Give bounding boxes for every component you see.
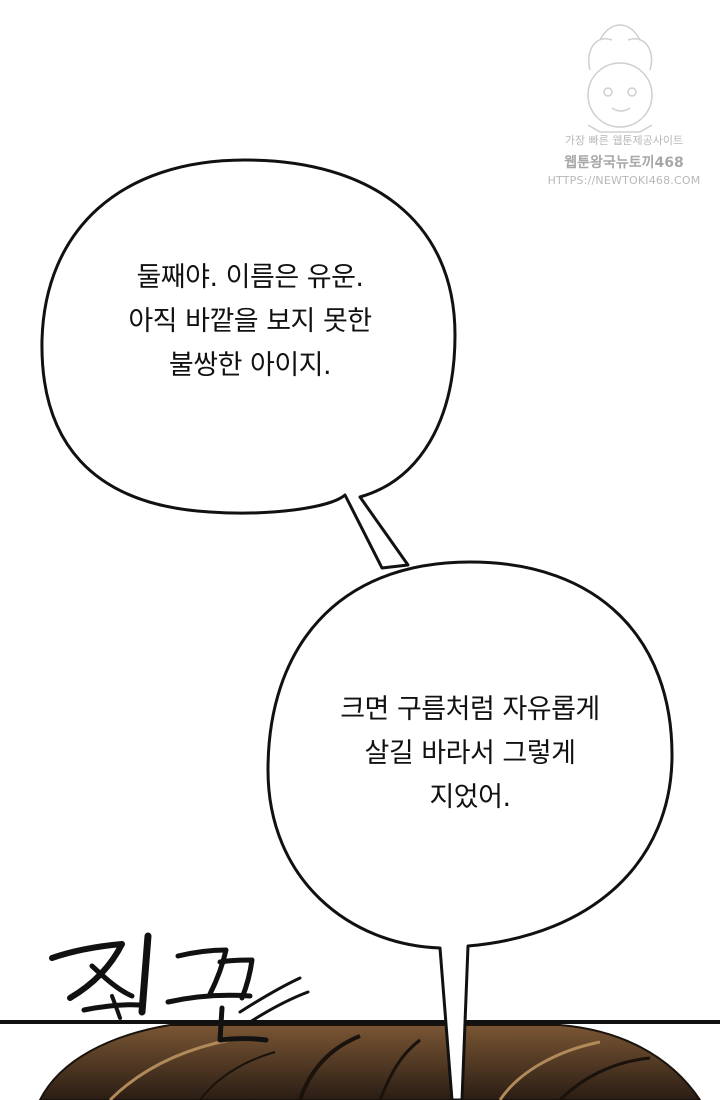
watermark-line-2: 웹툰왕국뉴토끼468 bbox=[564, 155, 684, 171]
watermark-line-3: HTTPS://NEWTOKI468.COM bbox=[547, 174, 701, 187]
bubble-1-text: 둘째야. 이름은 유운. 아직 바깥을 보지 못한 불쌍한 아이지. bbox=[90, 256, 410, 388]
bubble-1-line-3: 불쌍한 아이지. bbox=[168, 350, 332, 381]
bubble-2-line-2: 살길 바라서 그렇게 bbox=[364, 738, 576, 769]
speech-bubble-2 bbox=[266, 560, 674, 1100]
watermark-line-1: 가장 빠른 웹툰제공사이트 bbox=[564, 134, 684, 147]
bubble-2-text: 크면 구름처럼 자유롭게 살길 바라서 그렇게 지었어. bbox=[290, 688, 650, 820]
bubble-1-line-1: 둘째야. 이름은 유운. bbox=[136, 262, 364, 293]
speech-bubble-1 bbox=[40, 158, 457, 570]
bubble-2-line-3: 지었어. bbox=[429, 782, 511, 813]
bubble-2-line-1: 크면 구름처럼 자유롭게 bbox=[340, 694, 600, 725]
bubble-1-line-2: 아직 바깥을 보지 못한 bbox=[128, 306, 372, 337]
